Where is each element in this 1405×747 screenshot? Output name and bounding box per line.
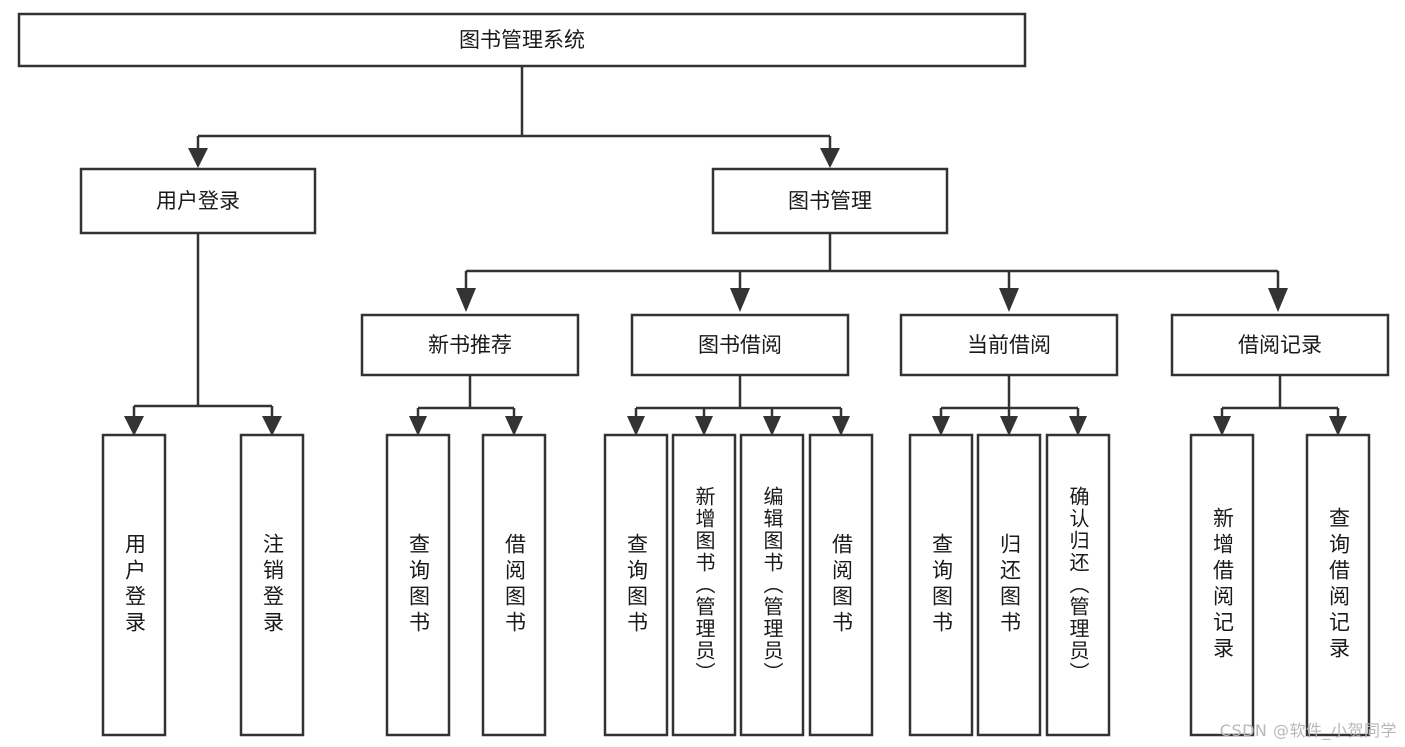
node-login-box[interactable] — [79, 167, 317, 235]
arrowhead-leaf-2 — [262, 416, 282, 436]
node-record-box[interactable] — [1170, 313, 1390, 377]
node-record[interactable]: 借阅记录 — [1170, 313, 1390, 377]
node-record-label: 借阅记录 — [1238, 333, 1322, 357]
node-root-box[interactable] — [17, 12, 1027, 68]
node-bookmgmt-label: 图书管理 — [788, 189, 872, 213]
node-current-box[interactable] — [899, 313, 1119, 377]
node-leaf-13-box[interactable] — [1305, 433, 1371, 737]
arrowhead-leaf-3 — [409, 416, 427, 436]
arrowhead-leaf-10 — [1000, 416, 1018, 436]
node-current-label: 当前借阅 — [967, 333, 1051, 357]
node-bookmgmt-box[interactable] — [711, 167, 949, 235]
arrowhead-leaf-5 — [627, 416, 645, 436]
arrowhead-leaf-9 — [932, 416, 950, 436]
node-leaf-5-box[interactable] — [603, 433, 669, 737]
leaf-node-layer — [101, 433, 1371, 737]
node-root[interactable]: 图书管理系统 — [17, 12, 1027, 68]
node-root-label: 图书管理系统 — [459, 28, 585, 52]
node-login-label: 用户登录 — [156, 189, 240, 213]
arrowhead-login — [188, 148, 208, 168]
node-borrow-box[interactable] — [630, 313, 850, 377]
arrowhead-record — [1268, 288, 1288, 312]
arrowhead-leaf-6 — [695, 416, 713, 436]
arrowhead-leaf-8 — [832, 416, 850, 436]
node-newbook[interactable]: 新书推荐 — [360, 313, 580, 377]
node-leaf-12-box[interactable] — [1189, 433, 1255, 737]
arrowhead-leaf-7 — [763, 416, 781, 436]
node-leaf-6-box[interactable] — [671, 433, 737, 737]
connector-layer — [124, 66, 1347, 436]
arrowhead-newbook — [456, 288, 476, 312]
node-current[interactable]: 当前借阅 — [899, 313, 1119, 377]
node-newbook-label: 新书推荐 — [428, 333, 512, 357]
node-leaf-9-box[interactable] — [908, 433, 974, 737]
arrowhead-bookmgmt — [820, 148, 840, 168]
arrowhead-leaf-1 — [124, 416, 144, 436]
node-login[interactable]: 用户登录 — [79, 167, 317, 235]
arrowhead-leaf-4 — [505, 416, 523, 436]
node-leaf-10-box[interactable] — [976, 433, 1042, 737]
arrowhead-borrow — [730, 288, 750, 312]
node-leaf-11-box[interactable] — [1045, 433, 1111, 737]
arrowhead-leaf-12 — [1213, 416, 1231, 436]
node-leaf-3-box[interactable] — [385, 433, 451, 737]
node-leaf-8-box[interactable] — [808, 433, 874, 737]
arrowhead-leaf-11 — [1069, 416, 1087, 436]
node-leaf-4-box[interactable] — [481, 433, 547, 737]
node-newbook-box[interactable] — [360, 313, 580, 377]
csdn-watermark: CSDN @软件_小贺同学 — [1219, 721, 1397, 740]
node-leaf-7-box[interactable] — [739, 433, 805, 737]
node-borrow[interactable]: 图书借阅 — [630, 313, 850, 377]
node-leaf-2-box[interactable] — [239, 433, 305, 737]
arrowhead-leaf-13 — [1329, 416, 1347, 436]
node-bookmgmt[interactable]: 图书管理 — [711, 167, 949, 235]
node-leaf-1-box[interactable] — [101, 433, 167, 737]
node-borrow-label: 图书借阅 — [698, 333, 782, 357]
arrowhead-current — [999, 288, 1019, 312]
